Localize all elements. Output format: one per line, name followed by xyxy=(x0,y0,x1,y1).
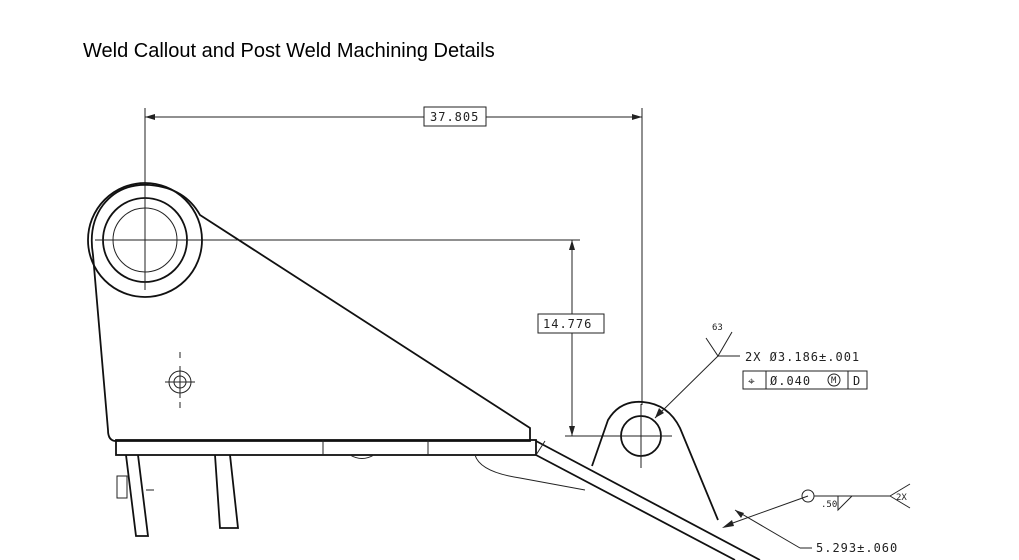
base-plate xyxy=(115,439,586,537)
location-dimension: 5.293±.060 xyxy=(734,509,898,555)
fcf-datum: D xyxy=(853,374,861,388)
fcf-symbol: ⌖ xyxy=(748,374,756,388)
surface-finish-value: 63 xyxy=(712,323,723,333)
hole-callout: 63 2X Ø3.186±.001 ⌖ Ø.040 M D xyxy=(654,323,868,419)
fcf-modifier: M xyxy=(831,376,837,386)
height-dimension: 14.776 xyxy=(190,239,612,437)
location-value: 5.293±.060 xyxy=(816,541,898,555)
fcf-tolerance: Ø.040 xyxy=(770,374,811,388)
lug xyxy=(591,400,719,521)
hole-spec-value: 2X Ø3.186±.001 xyxy=(745,350,860,364)
angled-member xyxy=(535,440,761,560)
overall-length-value: 37.805 xyxy=(430,110,479,124)
bracket-body xyxy=(87,182,531,442)
page-title: Weld Callout and Post Weld Machining Det… xyxy=(83,40,495,62)
weld-count-value: 2X xyxy=(896,493,907,503)
weld-size-value: .50 xyxy=(821,500,837,510)
weld-callout: .50 2X xyxy=(722,483,911,528)
height-value: 14.776 xyxy=(543,317,592,331)
overall-length-dimension: 37.805 xyxy=(144,106,643,405)
